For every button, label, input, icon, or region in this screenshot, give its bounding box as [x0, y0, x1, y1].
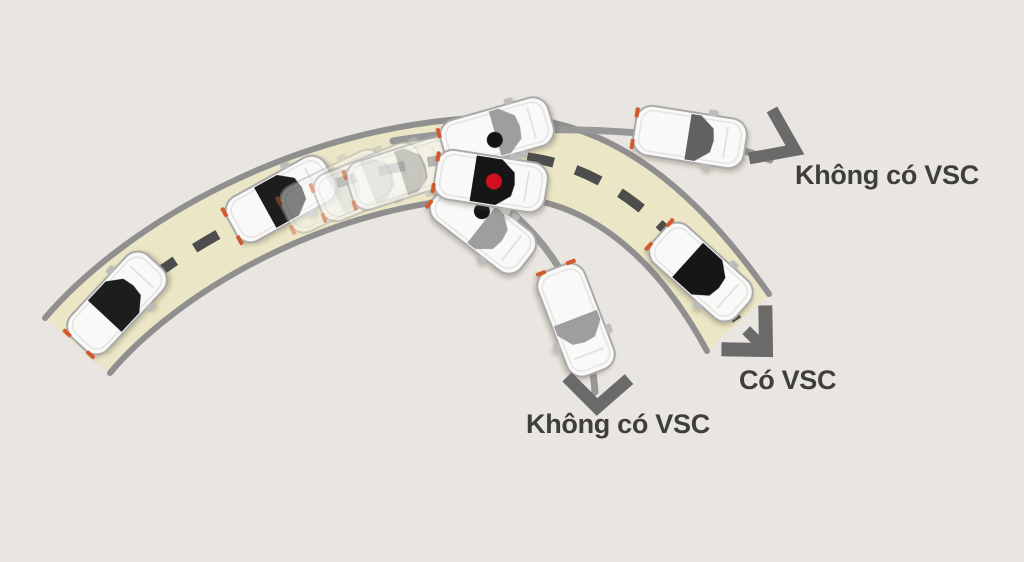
car-oversteer-end — [535, 258, 616, 378]
with-vsc-label: Có VSC — [739, 365, 837, 395]
vsc-active-red-dot — [485, 173, 502, 190]
oversteer-arrow — [562, 372, 634, 416]
car-oversteer-start — [424, 174, 538, 275]
car-understeer-end — [629, 104, 748, 171]
oversteer-label: Không có VSC — [526, 409, 710, 439]
road-surface — [45, 116, 769, 373]
car-vsc-start — [430, 148, 549, 215]
understeer-arrow — [748, 106, 805, 165]
cars-layer — [62, 96, 754, 378]
car-on-road-1 — [62, 250, 168, 360]
vsc-arrow — [721, 305, 774, 358]
vehicle-marker-black-dot — [473, 203, 490, 220]
vehicle-marker-black-dot — [486, 131, 503, 148]
car-vsc-end — [644, 217, 754, 323]
car-understeer-start — [435, 96, 555, 170]
understeer-label: Không có VSC — [795, 160, 979, 190]
